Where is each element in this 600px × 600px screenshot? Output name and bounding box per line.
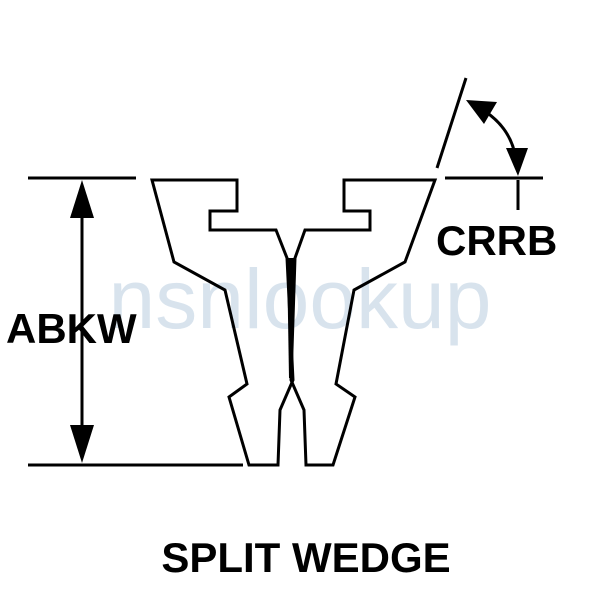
wedge-left-half: [150, 178, 295, 467]
crrb-arrow-horizontal-icon: [506, 148, 528, 176]
wedge-split-slit: [287, 258, 295, 378]
crrb-arrow-slant-icon: [466, 100, 497, 124]
abkw-arrow-down-icon: [70, 425, 94, 463]
watermark-text: nsnlookup: [109, 252, 492, 346]
wedge-right-half: [289, 178, 438, 467]
abkw-arrow-up-icon: [70, 180, 94, 218]
diagram-title: SPLIT WEDGE: [161, 534, 450, 581]
abkw-label: ABKW: [6, 305, 137, 352]
crrb-slanted-extension-line: [435, 77, 468, 169]
crrb-label: CRRB: [436, 217, 557, 264]
